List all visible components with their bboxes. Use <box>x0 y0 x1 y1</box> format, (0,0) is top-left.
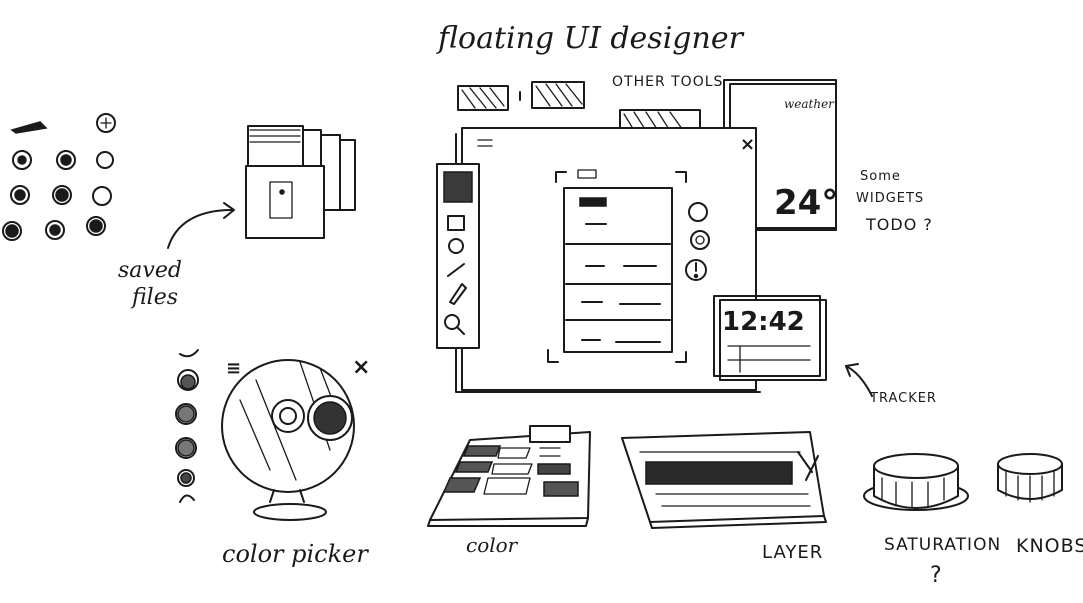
label-saturation-q: ? <box>930 563 943 588</box>
label-saved-1: saved <box>118 258 182 283</box>
knob <box>997 453 1063 503</box>
label-saturation: SATURATION <box>884 535 1001 555</box>
pencil-tool-icon <box>10 121 48 134</box>
saved-file-card <box>245 165 325 239</box>
hamburger-icon: ≡ <box>226 358 241 379</box>
phone-mockup <box>563 187 673 353</box>
color-palette-panel <box>427 425 591 527</box>
saved-files-arrow <box>167 209 233 249</box>
label-saved-2: files <box>130 285 178 310</box>
label-color: color <box>466 533 519 557</box>
ellipse-tool-icon <box>448 238 464 254</box>
label-widgets-2: WIDGETS <box>856 191 924 206</box>
label-layer: LAYER <box>762 542 823 563</box>
saved-files-stack <box>245 125 356 239</box>
layer-panel <box>621 431 827 529</box>
label-color-picker: color picker <box>222 540 369 568</box>
action-icon <box>690 230 710 250</box>
rectangle-tool-icon <box>447 215 465 231</box>
designer-window: × <box>455 127 761 393</box>
swatch-icon <box>86 216 106 236</box>
label-other-tools: OTHER TOOLS <box>612 74 723 90</box>
color-picker: ≡ × <box>175 349 370 521</box>
swatch-icon <box>45 220 65 240</box>
label-knobs: KNOBS <box>1016 535 1083 557</box>
swatch-icon <box>12 150 32 170</box>
label-tracker: TRACKER <box>869 391 937 406</box>
action-icon <box>688 202 708 222</box>
swatch-icon <box>52 185 72 205</box>
pen-tool-icon <box>449 283 467 305</box>
alert-icon <box>685 259 707 281</box>
swatch-icon <box>56 150 76 170</box>
zoom-tool-icon <box>444 314 460 330</box>
tool-icon-grid <box>2 113 116 241</box>
swatch-icon <box>10 185 30 205</box>
tracker-arrow <box>845 365 873 397</box>
add-icon <box>96 113 116 133</box>
label-widgets-3: TODO ? <box>865 215 933 234</box>
saturation-knob <box>863 453 969 511</box>
close-icon: × <box>740 134 755 155</box>
close-icon: × <box>352 355 370 380</box>
swatch-icon <box>96 151 114 169</box>
swatch-icon <box>2 221 22 241</box>
sketch-title: floating UI designer <box>436 21 745 56</box>
tracker-widget: 12:42 <box>713 295 827 381</box>
weather-label: weather <box>784 97 835 111</box>
label-widgets-1: Some <box>860 169 901 184</box>
swatch-icon <box>92 186 112 206</box>
color-wheel <box>221 359 355 493</box>
vertical-toolbar <box>436 163 480 349</box>
line-tool-icon <box>447 263 465 277</box>
tracker-time: 12:42 <box>722 307 805 337</box>
weather-temperature: 24° <box>774 183 838 223</box>
